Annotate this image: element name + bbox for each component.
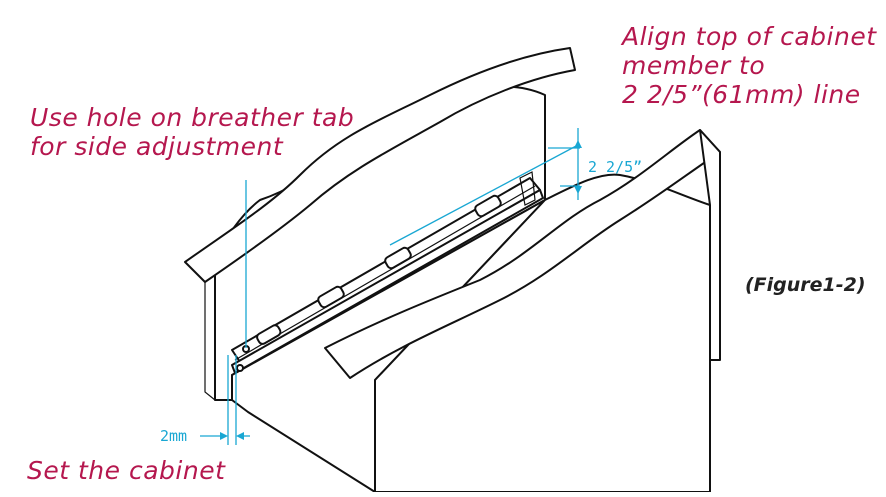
callout-line: for side adjustment (30, 132, 284, 161)
slide-slot (384, 246, 412, 270)
slide-slot (474, 194, 502, 218)
height-dimension-label: 2 2/5” (588, 158, 642, 176)
front-wall (374, 173, 711, 493)
align-top-callout: Align top of cabinet member to 2 2/5”(61… (622, 22, 877, 109)
set-cabinet-callout: Set the cabinet (27, 456, 226, 485)
setback-dimension-label: 2mm (160, 427, 187, 445)
front-side-face (699, 129, 721, 361)
breather-tab-callout: Use hole on breather tab for side adjust… (30, 103, 354, 161)
callout-line: Use hole on breather tab (30, 103, 355, 132)
drawer-slide (231, 171, 544, 374)
figure-label: (Figure1-2) (745, 274, 866, 296)
callout-line: 2 2/5”(61mm) line (622, 80, 861, 109)
slide-slot (256, 324, 282, 345)
callout-line: member to (622, 51, 766, 80)
left-wall-edge (204, 282, 216, 401)
slide-slot (317, 285, 345, 309)
back-top-board (184, 47, 576, 283)
callout-line: Align top of cabinet (622, 22, 877, 51)
